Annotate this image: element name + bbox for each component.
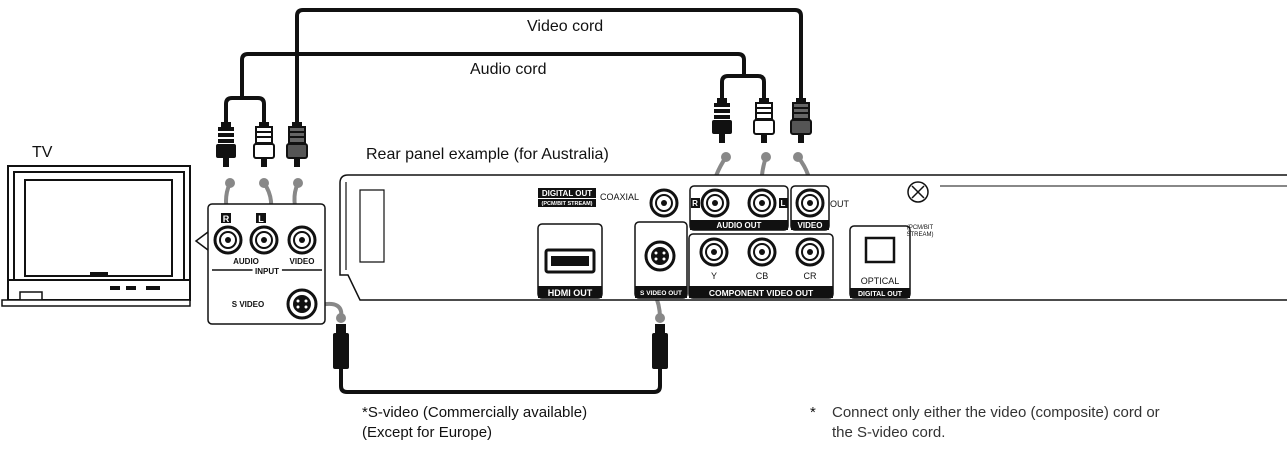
tv-input-label: INPUT bbox=[255, 267, 279, 276]
rear-panel-label: Rear panel example (for Australia) bbox=[366, 146, 609, 163]
stream-label: STREAM) bbox=[907, 232, 934, 238]
s-video-plug-player bbox=[652, 324, 668, 369]
note-asterisk: * bbox=[810, 404, 816, 421]
out-label: OUT bbox=[830, 199, 850, 209]
audio-out-label: AUDIO OUT bbox=[717, 221, 762, 230]
audio-cord-label: Audio cord bbox=[470, 61, 547, 78]
hdmi-out-label: HDMI OUT bbox=[548, 288, 593, 298]
player-audio-r-plug bbox=[712, 98, 732, 143]
pcm-bitstream-label: (PCM/BIT STREAM) bbox=[541, 201, 592, 207]
pcm-bit-label: (PCM/BIT bbox=[907, 225, 934, 231]
audio-cord bbox=[240, 52, 746, 98]
s-video-out-label: S VIDEO OUT bbox=[640, 290, 682, 297]
player-rear-panel bbox=[339, 174, 1287, 301]
note-line1: Connect only either the video (composite… bbox=[832, 404, 1160, 421]
svideo-cord-label-line1: *S-video (Commercially available) bbox=[362, 404, 588, 421]
cr-label: CR bbox=[804, 271, 817, 281]
y-label: Y bbox=[711, 271, 717, 281]
tv-l-label: L bbox=[258, 214, 264, 224]
player-video-plug bbox=[790, 97, 812, 144]
tv-label: TV bbox=[32, 144, 53, 161]
player-audio-l-plug bbox=[753, 97, 775, 144]
panel-labels: R L AUDIO VIDEO INPUT S VIDEO DIGITAL OU… bbox=[223, 189, 934, 309]
player-r-label: R bbox=[692, 199, 698, 208]
coaxial-label: COAXIAL bbox=[600, 192, 639, 202]
component-video-out-label: COMPONENT VIDEO OUT bbox=[709, 288, 814, 298]
digital-out-2-label: DIGITAL OUT bbox=[858, 291, 903, 298]
s-video-plug-tv bbox=[333, 324, 349, 369]
tv-video-label: VIDEO bbox=[290, 257, 315, 266]
tv-set bbox=[1, 165, 191, 307]
tv-video-plug bbox=[286, 121, 308, 168]
tv-audio-l-plug bbox=[253, 121, 275, 168]
optical-label: OPTICAL bbox=[861, 276, 900, 286]
svideo-cord-label-line2: (Except for Europe) bbox=[362, 424, 493, 441]
video-out-label: VIDEO bbox=[798, 221, 823, 230]
tv-input-panel bbox=[194, 203, 326, 325]
tv-r-label: R bbox=[223, 214, 230, 224]
s-video-cord bbox=[339, 368, 662, 394]
video-cord bbox=[295, 8, 803, 122]
tv-svideo-label: S VIDEO bbox=[232, 300, 264, 309]
note-line2: the S-video cord. bbox=[832, 424, 946, 441]
digital-out-label: DIGITAL OUT bbox=[542, 189, 592, 198]
player-l-label: L bbox=[781, 199, 786, 208]
cb-label: CB bbox=[756, 271, 769, 281]
tv-audio-r-plug bbox=[216, 122, 236, 167]
tv-audio-label: AUDIO bbox=[233, 257, 259, 266]
video-cord-label: Video cord bbox=[527, 18, 604, 35]
